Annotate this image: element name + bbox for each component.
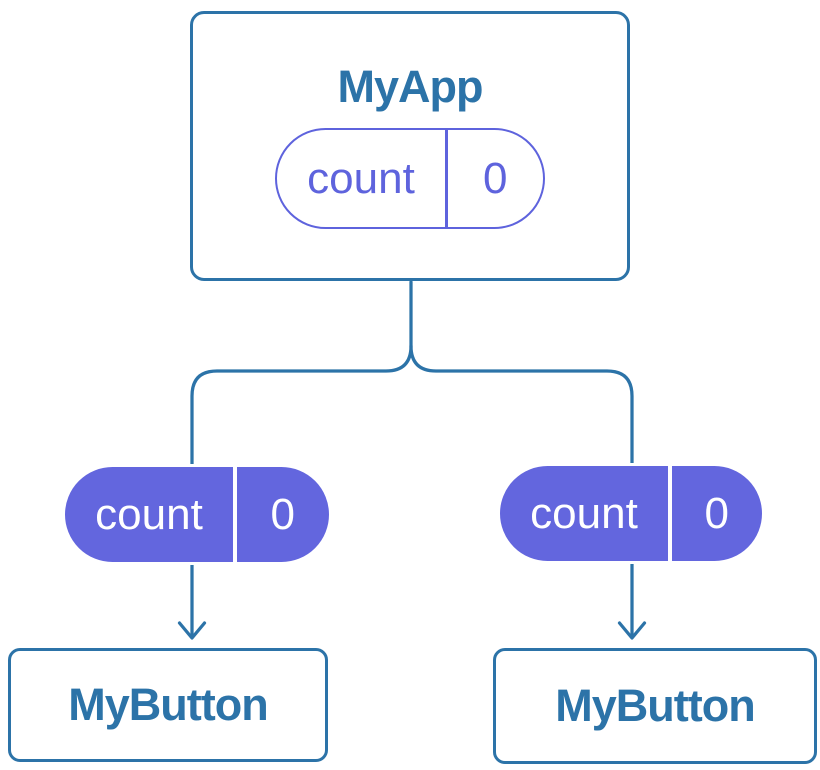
child-state-pill-left: count 0 [62, 464, 332, 565]
component-title: MyButton [555, 680, 755, 731]
pill-divider [668, 466, 672, 561]
root-state-pill: count 0 [275, 128, 545, 229]
state-name: count [530, 488, 638, 538]
state-name: count [95, 489, 203, 539]
pill-divider [445, 130, 448, 227]
state-value: 0 [270, 489, 295, 539]
connector-left-branch [190, 280, 413, 638]
state-name: count [307, 153, 415, 203]
component-title: MyButton [68, 679, 268, 730]
myapp-component-card: MyApp count 0 [190, 11, 630, 281]
arrow-down-right-icon [617, 621, 647, 640]
state-value: 0 [704, 488, 729, 538]
component-title: MyApp [337, 61, 484, 112]
mybutton-component-card-left: MyButton [8, 648, 328, 762]
connector-right-branch [409, 344, 634, 638]
mybutton-component-card-right: MyButton [493, 648, 817, 764]
child-state-pill-right: count 0 [497, 463, 765, 564]
arrow-down-left-icon [177, 621, 207, 640]
state-value: 0 [483, 153, 508, 203]
pill-divider [233, 467, 237, 562]
